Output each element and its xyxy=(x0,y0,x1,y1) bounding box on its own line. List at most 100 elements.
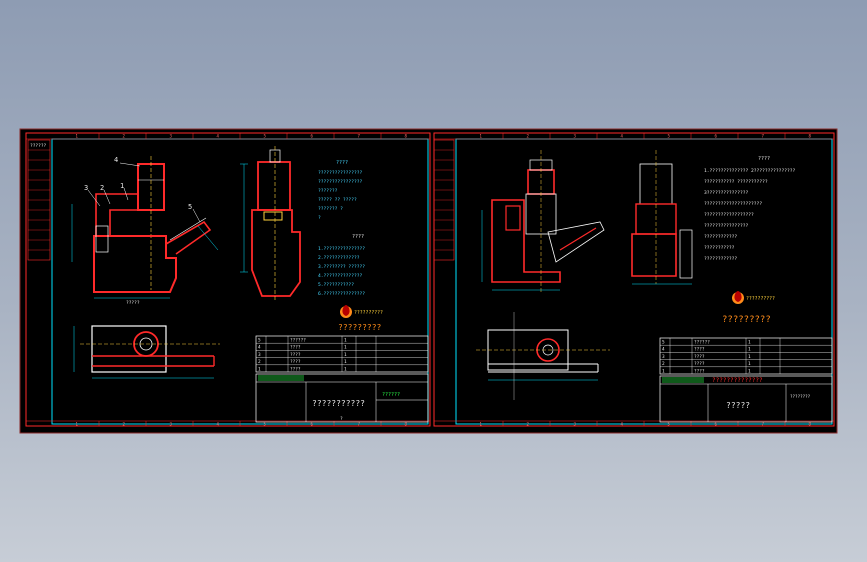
note-line: ??????????? ??????????? xyxy=(704,179,768,185)
bom-cell: ???? xyxy=(694,361,705,367)
left-watermark: ????????? xyxy=(338,323,382,332)
zone-number: 7 xyxy=(358,134,361,139)
left-revision-strip: ?????? xyxy=(27,139,51,261)
bom-cell: ???? xyxy=(694,347,705,353)
right-logo: ?????????? ????????? xyxy=(722,291,775,325)
zone-number: 1 xyxy=(76,134,79,139)
left-notes-heading: ???? xyxy=(336,160,348,166)
zone-number: 4 xyxy=(217,422,220,427)
bom-cell: ?????? xyxy=(694,340,710,346)
zone-number: 8 xyxy=(405,134,408,139)
part-label: 3 xyxy=(84,184,88,192)
bom-cell: 1 xyxy=(344,338,347,344)
zone-number: 1 xyxy=(480,422,483,427)
right-side-view xyxy=(631,150,693,285)
note-line: 6.??????????????? xyxy=(318,291,365,297)
note-line: ???????????????? xyxy=(704,223,748,229)
zone-number: 5 xyxy=(264,422,267,427)
bom-cell: 1 xyxy=(662,368,665,374)
bom-cell: 1 xyxy=(748,340,751,346)
left-top-view xyxy=(73,325,220,379)
bom-cell: 1 xyxy=(258,366,261,372)
bom-cell: 3 xyxy=(662,354,665,360)
right-notes-heading: ???? xyxy=(758,156,770,162)
zone-number: 6 xyxy=(311,422,314,427)
right-top-view xyxy=(476,312,610,400)
bom-cell: ???? xyxy=(290,359,301,365)
zone-number: 4 xyxy=(217,134,220,139)
bom-cell: ???? xyxy=(694,354,705,360)
zone-number: 3 xyxy=(574,422,577,427)
svg-text:?: ? xyxy=(340,416,343,422)
zone-number: 7 xyxy=(762,134,765,139)
bom-cell: ???? xyxy=(290,352,301,358)
zone-number: 8 xyxy=(809,134,812,139)
note-line: ????? ?? ????? xyxy=(318,197,357,203)
left-bom-table: 5??????14????13????12????11????1 xyxy=(255,335,429,373)
left-title-code: ?????? xyxy=(382,392,400,398)
bom-cell: ?????? xyxy=(290,338,306,344)
zone-number: 2 xyxy=(527,422,530,427)
left-logo: ?????????? ????????? xyxy=(338,305,383,332)
left-title-name: ??????????? xyxy=(312,399,365,408)
zone-number: 5 xyxy=(668,422,671,427)
zone-number: 7 xyxy=(358,422,361,427)
part-label: 2 xyxy=(100,184,104,192)
note-line: 3.???????? ?????? xyxy=(318,264,365,270)
svg-text:??????: ?????? xyxy=(30,143,47,149)
note-line: ??????? ? xyxy=(318,206,343,212)
zone-number: 4 xyxy=(621,134,624,139)
right-title-code: ???????? xyxy=(790,394,811,399)
note-line: ??????????? xyxy=(704,245,735,251)
note-line: 5.??????????? xyxy=(318,282,354,288)
note-line: 4.?????????????? xyxy=(318,273,362,279)
right-title-block: ?????????????? ????? ???????? xyxy=(659,375,833,423)
part-label: 1 xyxy=(120,182,124,190)
zone-number: 2 xyxy=(123,422,126,427)
bom-cell: 5 xyxy=(258,338,261,344)
left-notes-block: ???? ???????????????????????????????????… xyxy=(318,160,365,297)
note-line: ??????? xyxy=(318,188,338,194)
zone-number: 8 xyxy=(405,422,408,427)
bom-cell: ???? xyxy=(694,368,705,374)
zone-number: 3 xyxy=(170,422,173,427)
bom-cell: 2 xyxy=(662,361,665,367)
zone-number: 8 xyxy=(809,422,812,427)
svg-text:??????????????: ?????????????? xyxy=(712,377,763,384)
bom-cell: 1 xyxy=(344,359,347,365)
svg-text:??????????: ?????????? xyxy=(354,310,383,316)
note-line: ????????????????????? xyxy=(704,201,762,207)
note-line: ???????????? xyxy=(704,256,737,262)
bom-cell: 2 xyxy=(258,359,261,365)
note-line: 3??????????????? xyxy=(704,190,748,196)
note-line: ?????????????????? xyxy=(704,212,754,218)
bom-cell: 1 xyxy=(748,368,751,374)
right-front-view xyxy=(481,150,605,292)
bom-cell: 1 xyxy=(748,361,751,367)
zone-number: 6 xyxy=(311,134,314,139)
part-label: 4 xyxy=(114,156,118,164)
note-line: 1.?????????????? 2??????????????? xyxy=(704,168,796,174)
right-revision-strip xyxy=(433,139,455,261)
zone-number: 7 xyxy=(762,422,765,427)
zone-number: 5 xyxy=(668,134,671,139)
svg-text:?????: ????? xyxy=(126,300,140,306)
zone-number: 6 xyxy=(715,422,718,427)
zone-number: 1 xyxy=(76,422,79,427)
left-title-block: ??????????? ?????? ? xyxy=(255,373,429,423)
zone-number: 3 xyxy=(170,134,173,139)
right-notes-block: ???? 1.?????????????? 2?????????????????… xyxy=(704,156,796,262)
left-side-view xyxy=(240,146,301,302)
bom-cell: 5 xyxy=(662,340,665,346)
note-line: 2.????????????? xyxy=(318,255,360,261)
bom-cell: 1 xyxy=(344,352,347,358)
bom-cell: 1 xyxy=(748,354,751,360)
zone-number: 1 xyxy=(480,134,483,139)
right-bom-table: 5??????14????13????12????11????1 xyxy=(659,337,833,375)
note-line: 1.??????????????? xyxy=(318,246,365,252)
note-line: ???????????????? xyxy=(318,170,362,176)
zone-number: 5 xyxy=(264,134,267,139)
